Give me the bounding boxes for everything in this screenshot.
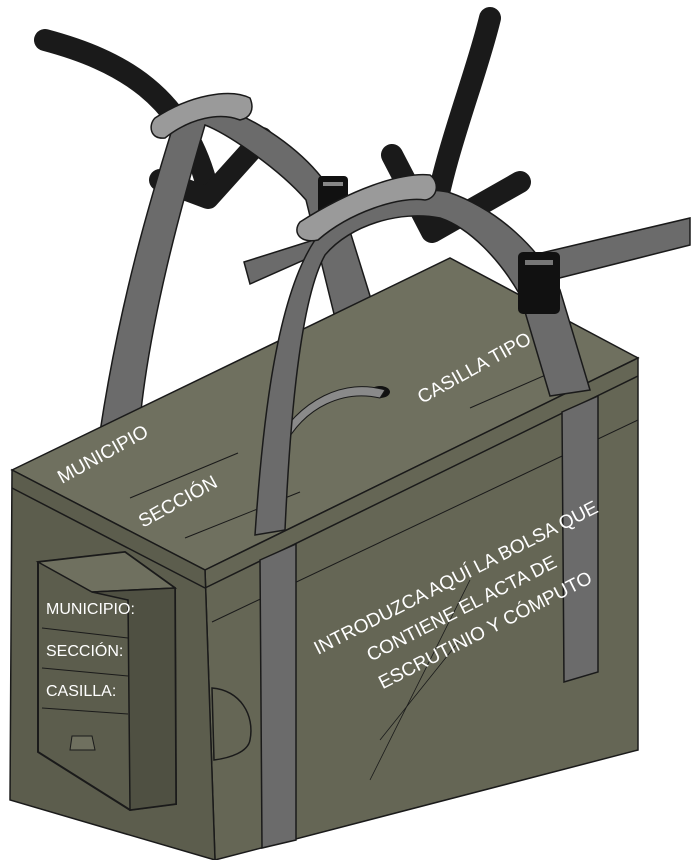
- front-strap-left: [260, 544, 296, 848]
- side-label-casilla: CASILLA:: [46, 683, 116, 700]
- front-strap-right: [562, 396, 598, 682]
- side-label-seccion: SECCIÓN:: [46, 641, 123, 660]
- side-label-municipio: MUNICIPIO:: [46, 601, 135, 618]
